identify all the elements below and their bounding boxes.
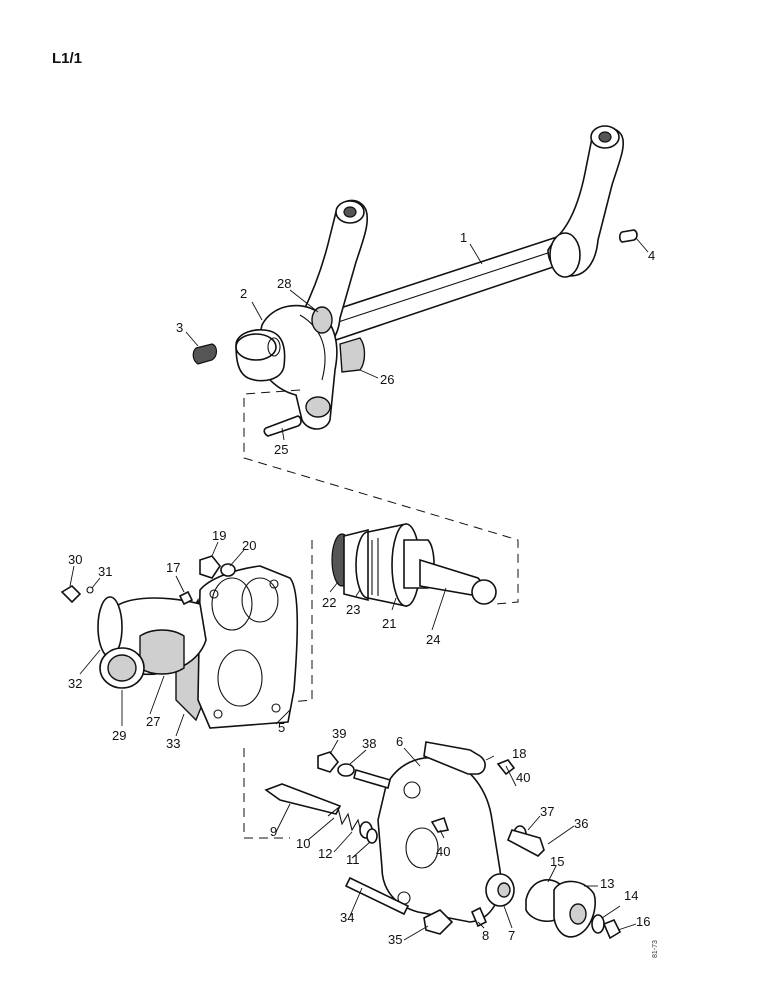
valve-cover-assembly [264,741,622,940]
callout-24: 24 [426,632,440,647]
cross-shaft-assembly [192,125,638,437]
callout-14: 14 [624,888,638,903]
callout-23: 23 [346,602,360,617]
callouts: 1 2 3 4 28 26 25 19 20 30 31 17 22 [68,230,655,947]
callout-27: 27 [146,714,160,729]
callout-18: 18 [512,746,526,761]
callout-28: 28 [277,276,291,291]
callout-9: 9 [270,824,277,839]
callout-30: 30 [68,552,82,567]
callout-39: 39 [332,726,346,741]
callout-2: 2 [240,286,247,301]
callout-19: 19 [212,528,226,543]
plate-number: 81-73 [652,940,659,958]
callout-40-lower: 40 [436,844,450,859]
callout-6: 6 [396,734,403,749]
callout-22: 22 [322,595,336,610]
callout-35: 35 [388,932,402,947]
callout-1: 1 [460,230,467,245]
callout-11: 11 [346,852,360,867]
callout-36: 36 [574,816,588,831]
assembly-line-lower [243,748,290,839]
piston-assembly [331,523,497,607]
assembly-line-mid [289,540,313,703]
callout-25: 25 [274,442,288,457]
callout-26: 26 [380,372,394,387]
callout-40-upper: 40 [516,770,530,785]
callout-8: 8 [482,928,489,943]
callout-7: 7 [508,928,515,943]
callout-31: 31 [98,564,112,579]
cylinder-housing [60,555,299,729]
callout-15: 15 [550,854,564,869]
callout-34: 34 [340,910,354,925]
page-code: L1/1 [52,50,83,67]
callout-17: 17 [166,560,180,575]
assembly-line-upper [243,389,519,605]
callout-37: 37 [540,804,554,819]
callout-29: 29 [112,728,126,743]
callout-38: 38 [362,736,376,751]
callout-12: 12 [318,846,332,861]
callout-20: 20 [242,538,256,553]
callout-3: 3 [176,320,183,335]
callout-16: 16 [636,914,650,929]
callout-4: 4 [648,248,655,263]
callout-13: 13 [600,876,614,891]
callout-32: 32 [68,676,82,691]
callout-5: 5 [278,720,285,735]
callout-33: 33 [166,736,180,751]
callout-10: 10 [296,836,310,851]
callout-21: 21 [382,616,396,631]
